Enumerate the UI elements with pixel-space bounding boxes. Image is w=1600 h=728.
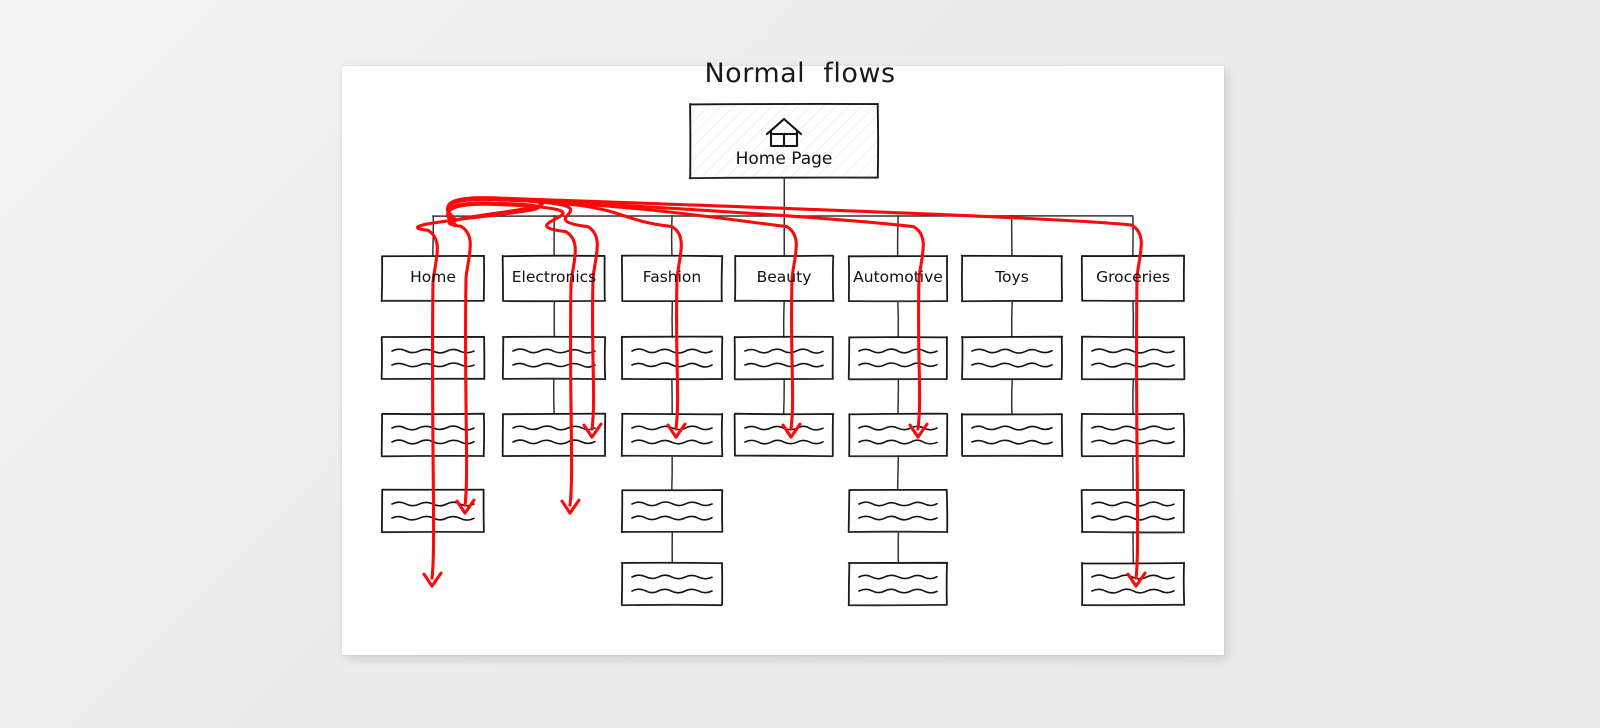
page-title: Normal flows [704,58,896,89]
diagram-canvas[interactable] [342,66,1224,655]
